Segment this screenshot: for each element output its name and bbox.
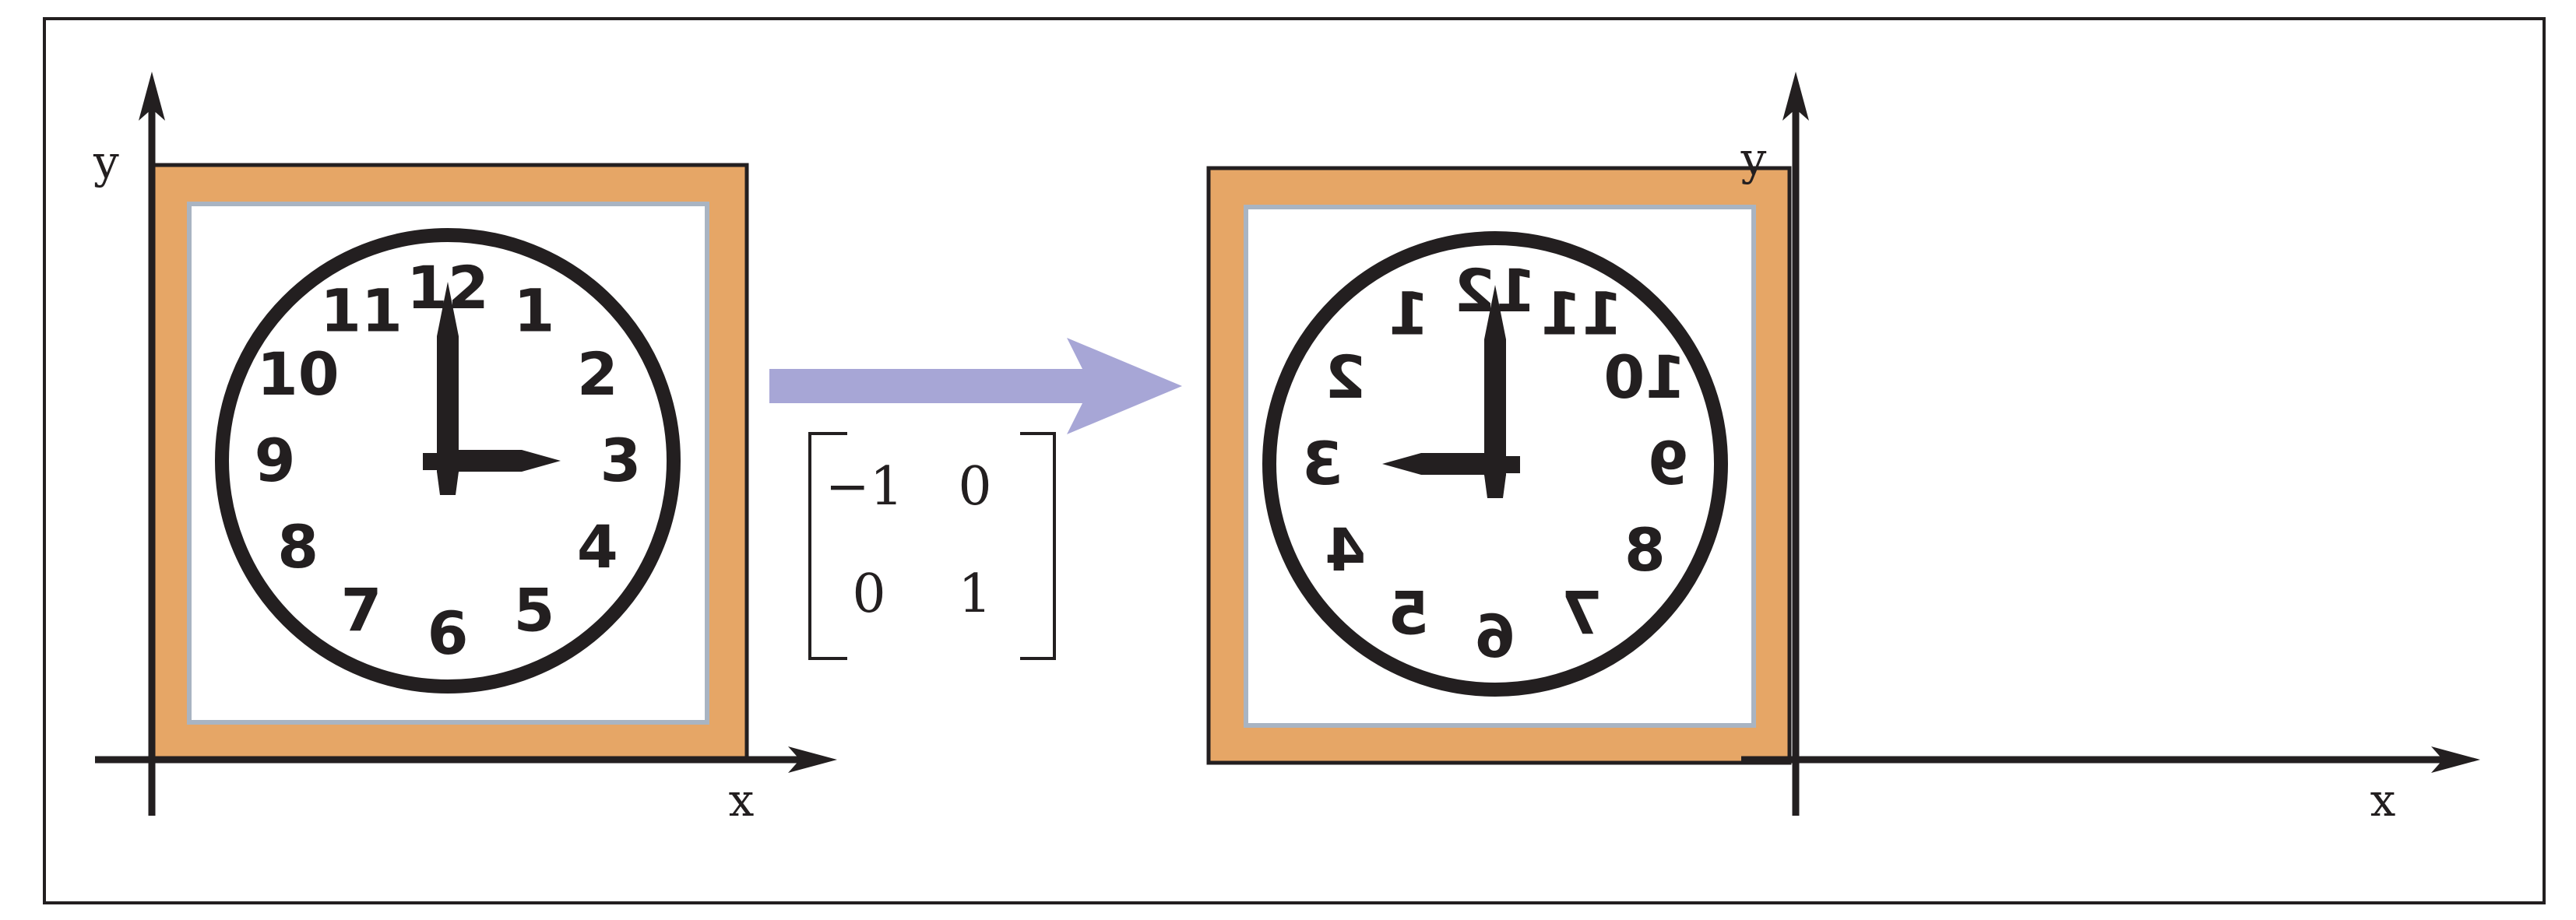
left-clock-numeral: 3 (600, 426, 642, 495)
right-clock-numeral: 3 (1302, 429, 1343, 498)
left-clock-hour-hand (448, 450, 561, 472)
matrix-cell-r1c1: −1 (825, 456, 903, 518)
left-clock-numeral: 6 (428, 599, 469, 668)
left-x-axis-label: x (729, 774, 755, 827)
left-clock-numeral: 9 (255, 426, 296, 495)
right-panel: 121234567891011 y x (1206, 72, 2480, 827)
right-y-axis-arrowhead (1782, 72, 1809, 121)
right-clock: 121234567891011 (1269, 238, 1721, 690)
right-clock-numeral: 10 (1603, 342, 1686, 412)
right-clock-pivot (1503, 456, 1520, 473)
right-clock-numeral: 11 (1540, 279, 1623, 349)
matrix-cell-r2c2: 1 (958, 564, 991, 625)
right-clock-numbers: 121234567891011 (1302, 256, 1689, 671)
right-clock-numeral: 4 (1325, 515, 1366, 585)
left-clock-minute-hand (437, 282, 459, 472)
outer-border (43, 17, 2546, 904)
right-clock-minute-hand (1484, 285, 1506, 476)
left-clock-pivot (423, 453, 440, 470)
right-x-axis-arrowhead (2431, 746, 2480, 773)
left-y-axis-arrowhead (139, 72, 165, 121)
left-clock-numeral: 2 (577, 339, 618, 409)
left-clock: 121234567891011 (222, 235, 674, 686)
right-y-axis-label: y (1740, 132, 1767, 185)
transform-group: −1 0 0 1 (769, 338, 1182, 660)
left-x-axis-arrowhead (788, 746, 837, 773)
right-clock-numeral: 1 (1388, 279, 1430, 349)
right-clock-hand-tail (1484, 475, 1506, 498)
matrix-cell-r2c1: 0 (852, 564, 885, 625)
matrix-right-bracket (1020, 432, 1056, 660)
right-clock-numeral: 8 (1624, 515, 1666, 585)
right-clock-numeral: 6 (1475, 602, 1516, 671)
right-x-axis-label: x (2370, 774, 2396, 827)
right-arrow-icon (769, 338, 1182, 434)
right-clock-numeral: 2 (1325, 342, 1366, 412)
left-clock-numeral: 7 (341, 575, 382, 644)
right-clock-numeral: 7 (1561, 578, 1603, 648)
matrix-cell-r1c2: 0 (958, 456, 991, 518)
right-clock-hour-hand (1382, 453, 1495, 475)
left-clock-numeral: 8 (277, 512, 318, 581)
left-clock-numeral: 10 (257, 339, 340, 409)
left-clock-numeral: 5 (514, 575, 555, 644)
left-panel: 121234567891011 y x (93, 72, 837, 827)
right-clock-numeral: 5 (1388, 578, 1430, 648)
left-clock-numeral: 11 (320, 276, 403, 346)
matrix-left-bracket (808, 432, 847, 660)
left-clock-numeral: 1 (514, 276, 555, 346)
left-clock-numbers: 121234567891011 (255, 253, 642, 668)
left-clock-hand-tail (437, 472, 459, 495)
right-clock-numeral: 9 (1648, 429, 1689, 498)
left-y-axis-label: y (93, 135, 119, 188)
left-clock-numeral: 4 (577, 512, 618, 581)
